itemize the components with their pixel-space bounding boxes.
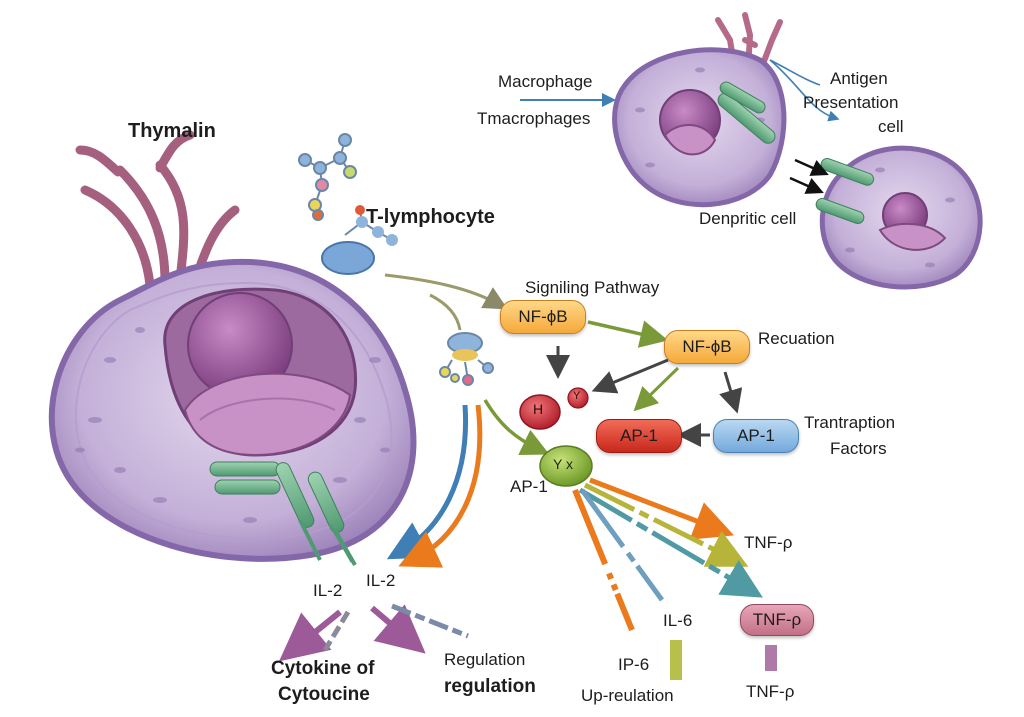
green-receptor-complex [209,461,357,566]
small-y-ball [567,387,589,409]
label-ap1: AP-1 [510,477,548,496]
node-tnf-box: TNF-ρ [740,604,814,636]
h-factor-ball [519,394,561,430]
arrow-nfkb2-y [591,358,669,394]
title-thymalin: Thymalin [128,120,216,142]
label-tnf-top: TNF-ρ [744,533,793,552]
label-regulation-2: regulation [444,676,536,697]
label-cytokine-2: Cytoucine [278,684,370,705]
arrow-nfkb2-ap1blue [719,371,743,414]
arrow-to-molecule [429,293,462,331]
label-il2-left: IL-2 [313,581,343,600]
label-il2-right: IL-2 [366,571,396,590]
il2-arrow-gray-left [322,610,351,652]
node-nfkb-2: NF-ϕB [664,330,750,364]
label-antigen: Antigen [830,69,888,88]
yx-factor-ball [539,445,593,487]
label-t-lymphocyte: T-lymphocyte [366,206,495,228]
label-recuation: Recuation [758,329,835,348]
label-tmacrophages: Tmacrophages [477,109,591,128]
label-small-y: Y [573,390,581,402]
arrow-nfkb2-ap1red [633,366,680,412]
upreg-bar [670,640,682,680]
antigen-arrow [769,59,840,122]
node-ap1-blue: AP-1 [713,419,799,453]
node-ap1-red: AP-1 [596,419,682,453]
label-il6: IL-6 [663,611,693,630]
receptor-molecule [321,205,398,275]
label-regulation-1: Regulation [444,650,526,669]
label-cell: cell [878,117,904,136]
dendritic-cell [815,145,983,290]
label-tnf-bottom: TNF-ρ [746,682,795,701]
fan-arrow-yellow-tnf [583,482,749,567]
il2-arrow-purple-right [370,604,426,654]
label-presentation: Presentation [803,93,899,112]
label-transcription-1: Trantraption [804,413,896,432]
t-lymphocyte-cell [48,130,417,566]
il2-arrow-teal-right [391,603,469,639]
label-upregulation: Up-reulation [581,686,674,705]
macrophage-cell [612,12,787,208]
label-transcription-2: Factors [830,439,887,458]
arrow-orange-to-il2 [398,404,483,568]
fan-arrow-blue-il6 [579,488,665,602]
dendritic-arrow-2 [789,176,824,194]
il2-arrow-purple-left [279,609,342,662]
label-signaling-pathway: Signiling Pathway [525,278,660,297]
arrow-green-to-il2 [328,524,354,563]
arrow-to-yx [483,399,550,456]
fan-arrow-orange-tnf [589,477,735,540]
fan-arrow-orange-ip6 [572,488,635,632]
antigen-arrow-2 [769,59,821,86]
dendritic-arrow-1 [794,158,829,176]
arrow-nfkb1-nfkb2 [587,320,669,348]
label-macrophage: Macrophage [498,72,593,91]
tnf-bottom-bar [765,645,777,671]
cell-nucleus [163,287,358,457]
node-nfkb-1: NF-ϕB [500,300,586,334]
thymalin-molecule [298,133,357,221]
signal-molecule-small [439,332,494,386]
label-dendritic: Denpritic cell [699,209,797,228]
arrow-to-pathway [384,273,508,310]
label-yx: Y x [553,456,573,472]
label-h: H [533,401,544,417]
fan-arrow-teal-tnf [578,487,763,598]
label-ip6: IP-6 [618,655,650,674]
label-cytokine-1: Cytokine of [271,658,375,679]
